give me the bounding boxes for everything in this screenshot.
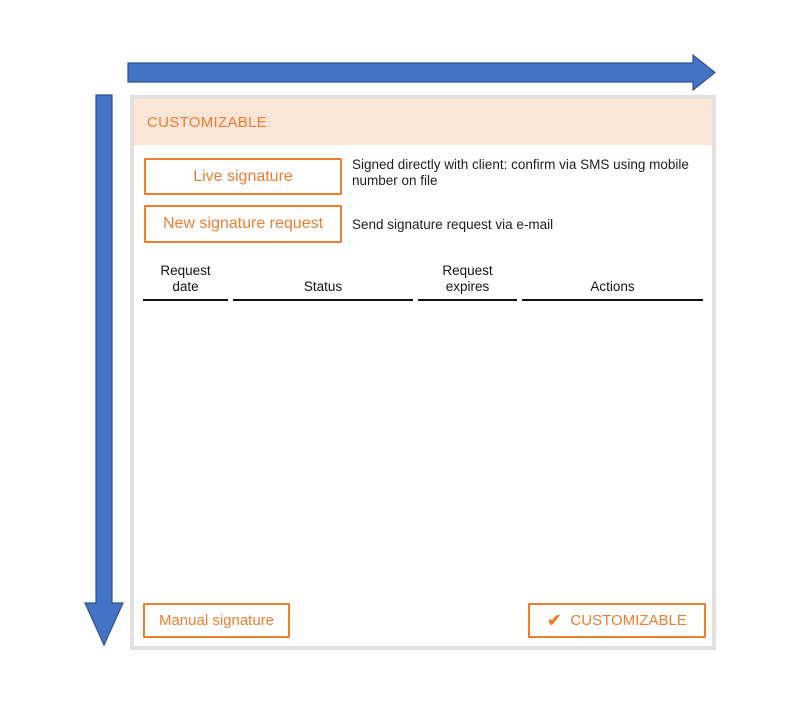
live-signature-button[interactable]: Live signature — [144, 158, 342, 195]
panel-header: CUSTOMIZABLE — [134, 99, 712, 145]
arrow-right-icon — [127, 53, 716, 92]
panel-title: CUSTOMIZABLE — [147, 113, 268, 131]
column-header-request-expires: Request expires — [418, 255, 517, 301]
live-signature-description: Signed directly with client: confirm via… — [352, 157, 689, 189]
column-header-request-date: Request date — [143, 255, 228, 301]
customizable-button-label: CUSTOMIZABLE — [570, 612, 687, 629]
new-signature-request-description: Send signature request via e-mail — [352, 217, 554, 232]
signature-panel: CUSTOMIZABLE Live signature Signed direc… — [130, 95, 716, 650]
requests-table-header: Request date Status Request expires Acti… — [143, 255, 703, 301]
column-header-status: Status — [233, 255, 413, 301]
column-header-actions: Actions — [522, 255, 703, 301]
manual-signature-button[interactable]: Manual signature — [143, 603, 290, 638]
arrow-down-icon — [84, 94, 124, 647]
new-signature-request-button[interactable]: New signature request — [144, 205, 342, 243]
customizable-button[interactable]: ✔ CUSTOMIZABLE — [528, 603, 706, 638]
check-icon: ✔ — [547, 611, 562, 630]
